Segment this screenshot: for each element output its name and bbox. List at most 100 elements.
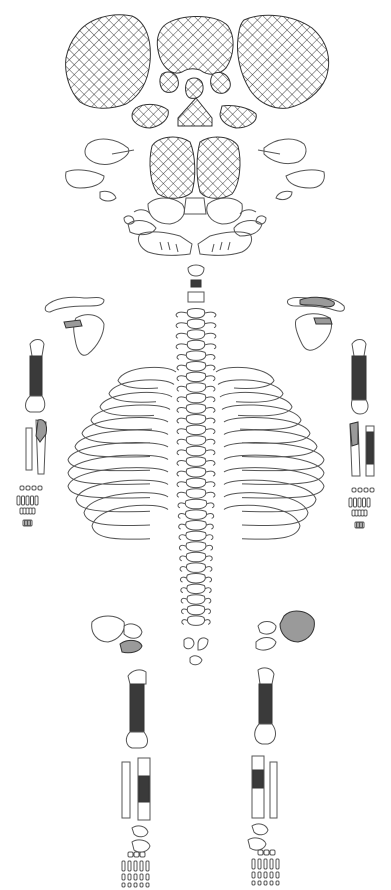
nasal-fragment [186,78,204,98]
right-calcaneus [248,838,266,850]
left-clavicle [45,297,104,312]
vertebral-body [187,616,204,626]
carpal [364,488,368,492]
metacarpal [354,498,357,507]
tarsal [128,852,133,857]
tarsal [140,852,145,857]
phalanx [128,883,131,887]
vertebral-arch-right [206,397,215,402]
vertebral-arch-left [177,439,186,444]
left-maxilla [66,170,104,188]
vertebral-body [186,393,205,403]
vertebral-body [186,351,205,361]
vertebral-body [186,489,205,499]
right-humerus-proximal [352,340,366,357]
vertebral-arch-right [206,355,215,360]
vertebral-body [187,340,204,350]
vertebral-arch-left [177,492,186,497]
vertebral-body [187,319,204,329]
vertebral-arch-left [177,365,186,370]
right-occipital-plate [197,137,240,198]
vertebral-body [186,478,205,488]
left-foot [122,852,149,887]
vertebral-arch-left [179,545,185,550]
vertebral-arch-left [177,482,186,487]
metatarsal [140,861,143,871]
vertebral-arch-right [207,503,214,508]
vertebral-arch-left [177,386,186,391]
vertebral-arch-right [206,439,215,444]
phalanx [252,872,255,878]
vertebral-arch-right [206,365,215,370]
spine-vertebrae [176,309,216,626]
carpal [352,488,356,492]
right-radius-shaft [367,432,373,464]
phalanx [364,510,367,516]
phalanx [264,872,267,878]
left-petrous [148,198,184,224]
rib-right [216,367,274,388]
vertebral-arch-left [176,312,187,317]
phalanx [270,881,273,885]
vertebral-arch-right [206,535,213,540]
vertebral-arch-left [178,514,185,519]
right-foot [252,850,279,885]
vertebral-arch-left [181,588,187,593]
metacarpal [31,496,34,505]
left-parietal [66,15,151,108]
vertebral-arch-right [205,609,211,614]
right-leg [248,668,279,885]
left-lateral-occipital [128,221,156,235]
vertebral-arch-right [206,376,215,381]
vertebral-arch-left [181,598,187,603]
vertebral-body [187,330,204,340]
vertebral-body [186,457,205,467]
right-maxilla [286,170,324,188]
left-radius [26,428,32,470]
metatarsal [252,859,255,869]
metatarsal [258,859,261,869]
phalanx [146,883,149,887]
vertebral-arch-right [206,429,215,434]
left-humerus-proximal [30,340,44,357]
right-parietal [238,15,329,108]
left-ischium [124,624,142,638]
vertebral-arch-right [206,386,215,391]
mandible-teeth [160,242,230,252]
vertebral-arch-left [177,418,186,423]
right-femur-proximal [258,668,274,684]
vertebral-arch-right [206,482,215,487]
vertebral-arch-left [177,397,186,402]
right-femur-shaft [259,684,272,724]
carpal [358,488,362,492]
metatarsal [146,861,149,871]
left-femur-shaft [130,684,144,732]
vertebral-arch-left [177,355,186,360]
frontal-bone [157,16,233,74]
right-scapula-partial [314,318,332,324]
cervical-3 [188,292,204,302]
carpal [20,486,24,490]
vertebral-body [186,510,207,520]
right-humerus-shaft [352,356,366,400]
metacarpal [349,498,352,507]
left-zygomatic-arch [112,150,134,154]
tarsal [258,850,263,855]
vertebral-arch-right [205,588,211,593]
right-tibia-shaft [253,770,263,788]
vertebral-body [186,552,205,562]
metacarpal [35,496,38,505]
phalanx [128,874,131,880]
tarsal [270,850,275,855]
vertebral-body [186,425,205,435]
rib-left [118,367,176,388]
vertebral-body [186,383,205,393]
rib-left [92,505,168,539]
vertebral-arch-left [177,376,186,381]
vertebral-arch-left [176,344,187,349]
vertebral-arch-right [205,312,216,317]
vertebral-body [187,584,205,594]
left-hand [17,486,42,526]
phalanx [258,881,261,885]
